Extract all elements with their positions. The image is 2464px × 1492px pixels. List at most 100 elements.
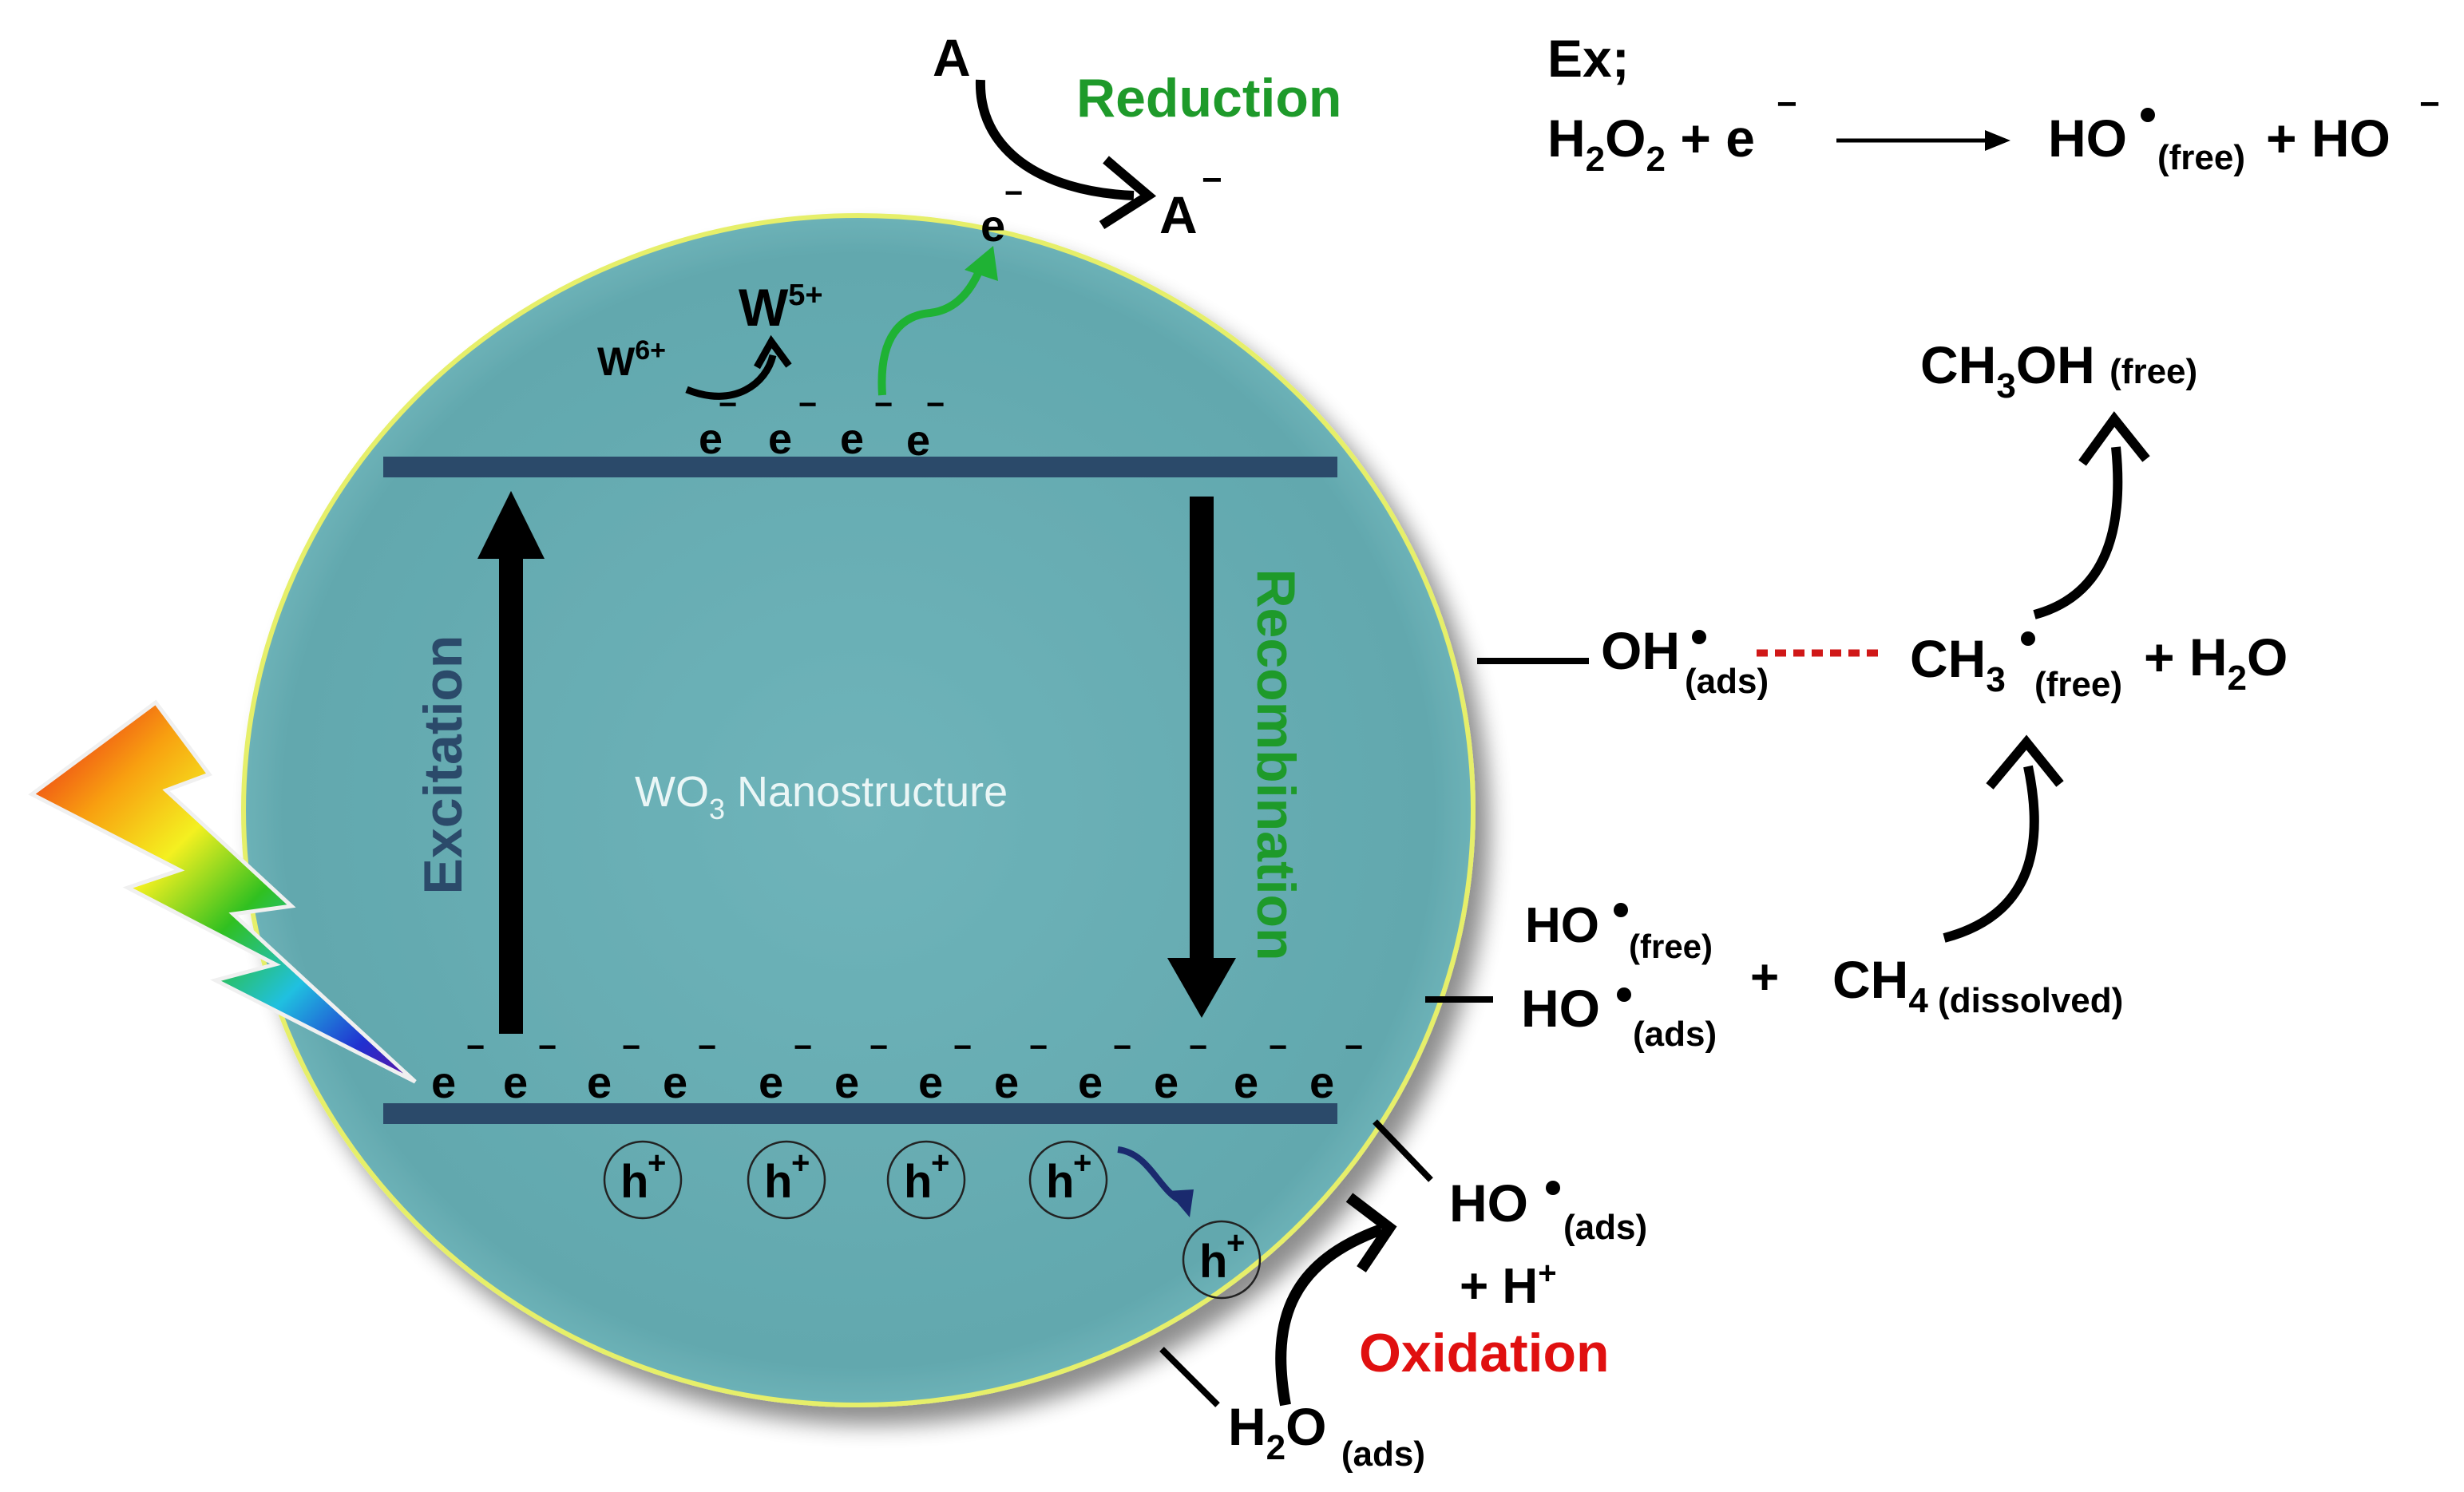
- vb-electron: e: [759, 1057, 783, 1107]
- vb-electron-charge: −: [1113, 1030, 1131, 1065]
- hole-charge: +: [791, 1146, 810, 1181]
- proton-product: + H+: [1460, 1256, 1557, 1314]
- example-prefix: Ex;: [1547, 29, 1630, 88]
- hole-charge: +: [1226, 1225, 1245, 1260]
- example-reactant: H2O2 + e: [1547, 109, 1755, 179]
- vb-electron: e: [1234, 1057, 1258, 1107]
- hole-charge: +: [931, 1146, 949, 1181]
- water-product: + H2O: [2144, 627, 2288, 698]
- hole-symbol: h: [764, 1156, 792, 1208]
- methanol-formation-arrow: [2033, 446, 2123, 619]
- vb-electron: e: [431, 1057, 456, 1107]
- hole-circle: [886, 1140, 966, 1220]
- h2o-ads-connector: [1159, 1347, 1220, 1407]
- methanol-product: CH3OH (free): [1920, 335, 2197, 406]
- reduction-label: Reduction: [1076, 68, 1341, 129]
- excitation-arrow-shaft: [499, 551, 523, 1034]
- ho-ads-radical: HO: [1521, 979, 1600, 1038]
- hole-symbol: h: [904, 1156, 932, 1208]
- cb-electron: e: [699, 415, 723, 463]
- vb-electron-charge: −: [953, 1030, 972, 1065]
- vb-electron: e: [834, 1057, 859, 1107]
- excitation-label: Excitation: [413, 635, 473, 895]
- cb-electron-charge: −: [874, 387, 893, 422]
- example-product-radical: HO: [2048, 109, 2127, 168]
- ho-free-radical: HO: [1525, 898, 1599, 953]
- cb-electron: e: [768, 415, 792, 463]
- water-ads-reactant: H2O (ads): [1228, 1397, 1425, 1474]
- hole-circle: [1182, 1220, 1262, 1300]
- oxidation-arrow: [1275, 1224, 1384, 1407]
- ho-ads-product-subscript: (ads): [1563, 1208, 1647, 1247]
- methane-reactant: CH4 (dissolved): [1832, 950, 2123, 1020]
- hole-symbol: h: [1046, 1156, 1074, 1208]
- hole-symbol: h: [1199, 1236, 1227, 1288]
- oh-ads-subscript: (ads): [1685, 662, 1769, 701]
- radical-dot: [2141, 108, 2155, 122]
- transferred-electron: e: [980, 200, 1005, 251]
- recombination-arrow-shaft: [1190, 497, 1214, 968]
- species-a-minus: A: [1159, 185, 1198, 244]
- electron-transfer-arrowhead: [965, 246, 998, 281]
- reduction-arrow: [975, 79, 1135, 200]
- cb-electron: e: [906, 417, 930, 465]
- ho-ads-oxidation-connector: [1373, 1119, 1433, 1182]
- w5-label: W5+: [739, 278, 823, 337]
- radical-dot: [1614, 903, 1628, 917]
- vb-electron: e: [1154, 1057, 1179, 1107]
- light-bolt-icon: [28, 699, 417, 1084]
- vb-electron-charge: −: [698, 1030, 716, 1065]
- radical-dot: [1692, 630, 1706, 644]
- vb-electron: e: [587, 1057, 612, 1107]
- hole-charge: +: [648, 1146, 666, 1181]
- vb-electron: e: [994, 1057, 1019, 1107]
- transferred-electron-charge: −: [1004, 176, 1023, 211]
- radical-dot: [1546, 1181, 1560, 1195]
- example-reaction-arrowhead: [1985, 130, 2010, 151]
- vb-electron-charge: −: [1269, 1030, 1287, 1065]
- vb-electron: e: [503, 1057, 528, 1107]
- nanostructure-label: WO3 Nanostructure: [635, 768, 1008, 825]
- hole-migration-arrowhead: [1167, 1189, 1194, 1217]
- cb-electrons: e e e e − − − −: [699, 387, 945, 465]
- methyl-formation-arrow: [1943, 765, 2039, 943]
- plus-sign: +: [1750, 950, 1779, 1005]
- vb-electron-charge: −: [538, 1030, 557, 1065]
- vb-electron-charge: −: [794, 1030, 812, 1065]
- hole-circle: [1028, 1140, 1108, 1220]
- oh-ads-radical: OH: [1601, 621, 1680, 680]
- methyl-radical-subscript: (free): [2034, 665, 2122, 704]
- methyl-radical: CH3: [1910, 629, 2006, 699]
- species-a-minus-charge: −: [1202, 160, 1222, 200]
- vb-electron-charge: −: [870, 1030, 888, 1065]
- vb-electron: e: [1309, 1057, 1334, 1107]
- example-product-free: (free): [2157, 138, 2245, 177]
- example-hydroxide-charge: −: [2419, 85, 2440, 124]
- methanol-formation-arrowhead: [2078, 411, 2150, 466]
- w-reduction-arrow: [685, 354, 777, 400]
- methyl-formation-arrowhead: [1986, 734, 2064, 790]
- cb-electron: e: [840, 415, 864, 463]
- recombination-label: Recombination: [1246, 568, 1306, 960]
- example-electron-charge: −: [1777, 85, 1797, 124]
- w-reduction-arrowhead: [754, 334, 792, 370]
- ho-free-subscript: (free): [1629, 928, 1713, 965]
- vb-electron: e: [663, 1057, 687, 1107]
- oxidation-label: Oxidation: [1359, 1323, 1610, 1383]
- oxidation-arrowhead: [1345, 1193, 1397, 1272]
- vb-electron-charge: −: [1345, 1030, 1363, 1065]
- ho-ads-subscript: (ads): [1633, 1015, 1717, 1054]
- ho-ads-product: HO: [1449, 1173, 1528, 1233]
- example-product-hydroxide: + HO: [2266, 109, 2391, 168]
- vb-electron: e: [918, 1057, 943, 1107]
- hole-circle: [747, 1140, 826, 1220]
- hole-charge: +: [1073, 1146, 1091, 1181]
- radical-dot: [1617, 987, 1631, 1002]
- electron-transfer-arrow: [877, 258, 988, 396]
- vb-electron: e: [1078, 1057, 1103, 1107]
- vb-electron-charge: −: [1029, 1030, 1048, 1065]
- species-a: A: [933, 28, 971, 87]
- vb-electrons: e−e−e−e−e−e−e−e−e−e−e−e−: [431, 1030, 1363, 1107]
